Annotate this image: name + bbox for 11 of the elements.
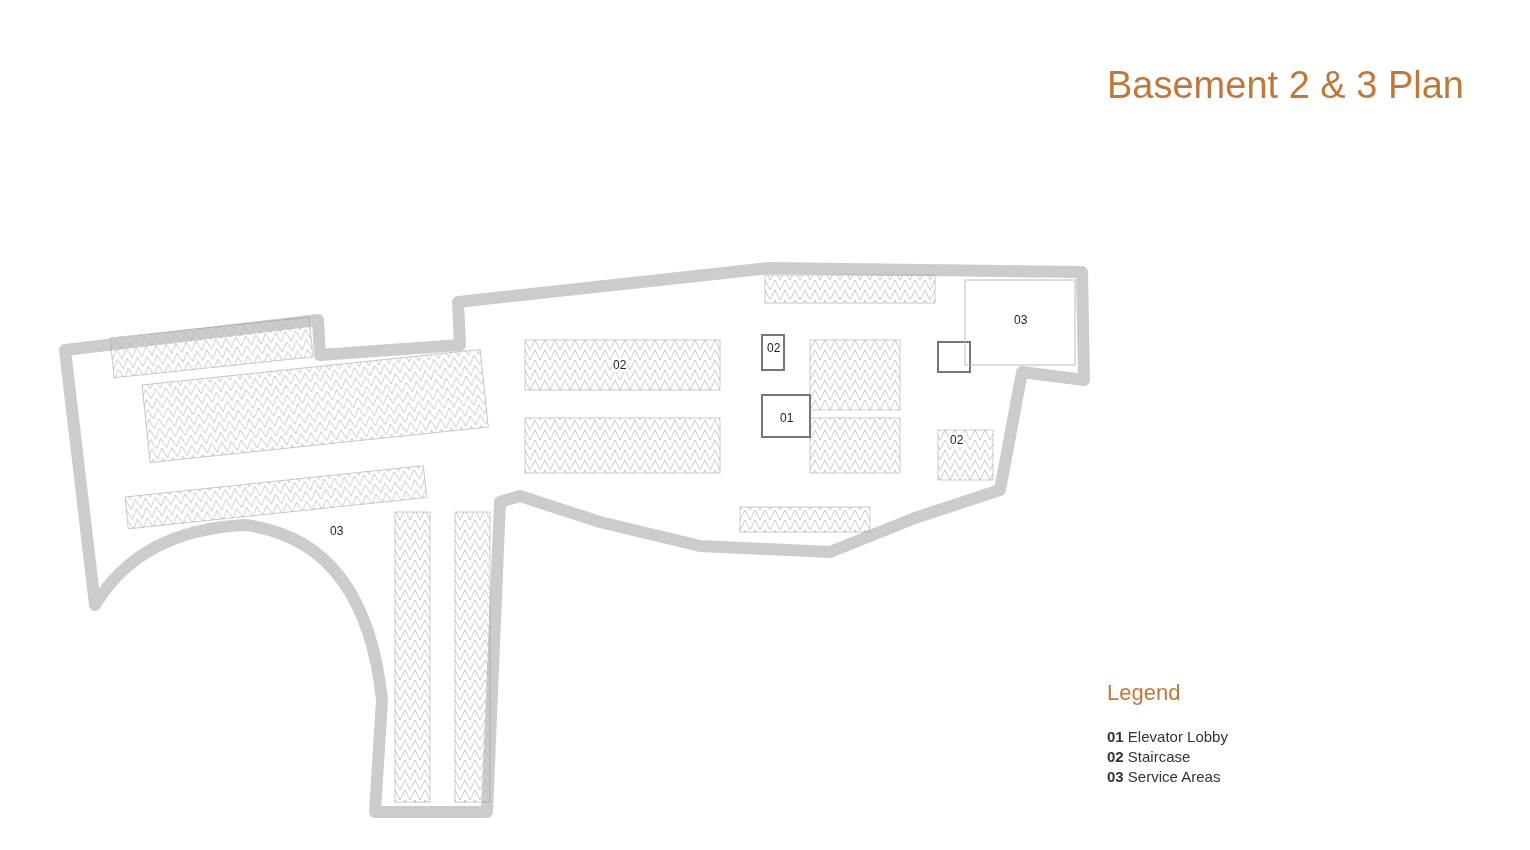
legend-entry: 01 Elevator Lobby xyxy=(1107,728,1228,745)
legend-entry: 03 Service Areas xyxy=(1107,768,1221,785)
callout-number: 02 xyxy=(949,433,965,447)
callout-number: 02 xyxy=(612,358,628,372)
plan-title: Basement 2 & 3 Plan xyxy=(1107,64,1464,107)
callout-number: 03 xyxy=(1013,313,1029,327)
callout-number: 01 xyxy=(779,411,795,425)
callout-number: 03 xyxy=(329,524,345,538)
legend-entry: 02 Staircase xyxy=(1107,748,1191,765)
callout-number: 02 xyxy=(766,341,782,355)
legend-heading: Legend xyxy=(1107,680,1181,706)
